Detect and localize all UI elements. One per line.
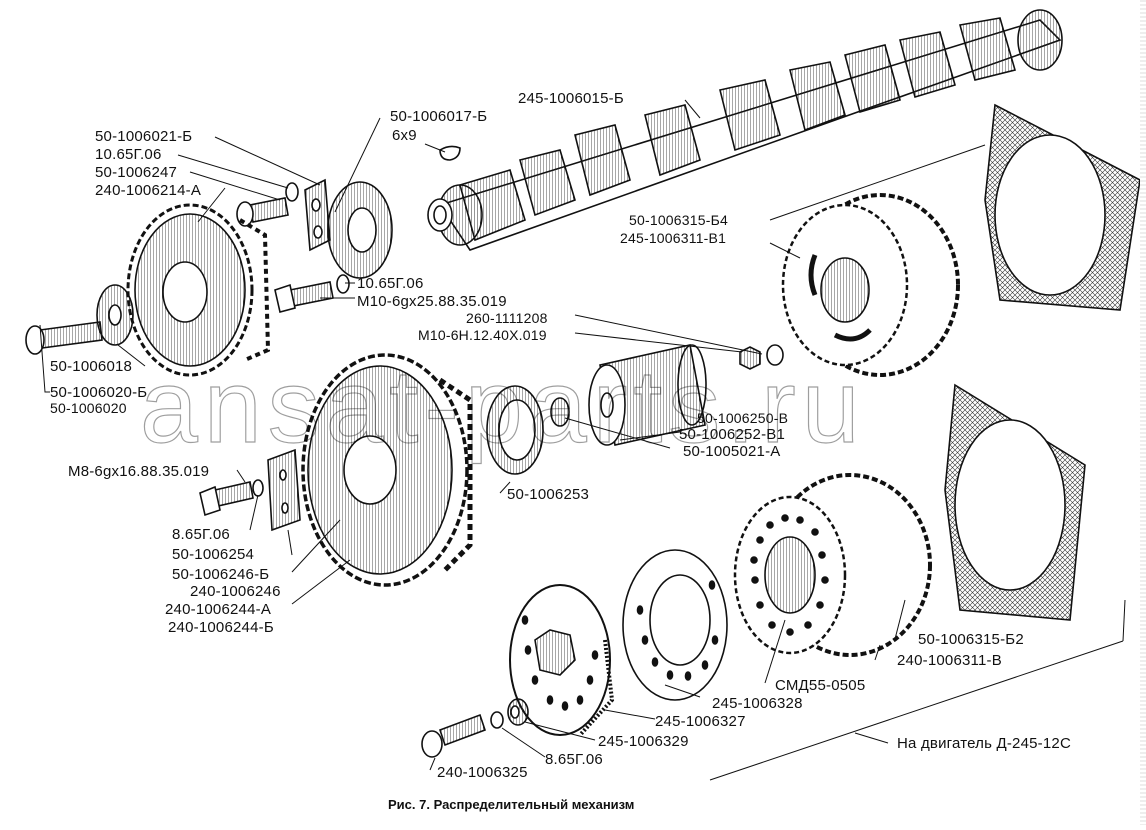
label-bolt-50-1006020: 50-1006020 xyxy=(50,400,127,416)
plate-328 xyxy=(622,549,728,701)
label-gear-240-1006311-v: 240-1006311-В xyxy=(897,652,1002,669)
camshaft-gear xyxy=(781,193,960,377)
label-axle-v: 50-1006250-В xyxy=(697,410,789,426)
lock-plate xyxy=(267,448,301,532)
label-bolt-50-1006247: 50-1006247 xyxy=(95,164,178,181)
label-bolt-smd: СМД55-0505 xyxy=(775,677,866,694)
label-bolt-m10: М10-6gх25.88.35.019 xyxy=(357,293,507,310)
label-gear-240-1006246: 240-1006246 xyxy=(190,583,281,600)
label-washer-329: 245-1006329 xyxy=(598,733,689,750)
label-plate-50-1006254: 50-1006254 xyxy=(172,546,255,563)
leader-lines xyxy=(39,99,1126,781)
label-pin-a: 50-1005021-А xyxy=(683,443,781,460)
label-bolt-325: 240-1006325 xyxy=(437,764,528,781)
label-bolt-m8: М8-6gх16.88.35.019 xyxy=(68,463,210,480)
label-washer-50-1006253: 50-1006253 xyxy=(507,486,590,503)
intermediate-gear xyxy=(301,353,473,587)
spring-washer xyxy=(285,182,299,202)
label-gear-245-v1: 245-1006311-В1 xyxy=(620,230,727,246)
label-bushing-v1: 50-1006252-В1 xyxy=(679,426,786,443)
label-plate: 50-1006021-Б xyxy=(95,128,193,145)
thrust-washer xyxy=(327,181,393,279)
label-camshaft: 245-1006015-Б xyxy=(518,90,624,107)
label-gear-pump: 240-1006214-А xyxy=(95,182,202,199)
bolt-325 xyxy=(421,713,487,758)
label-key-size: 6х9 xyxy=(392,127,417,144)
label-nut-m10: М10-6Н.12.40Х.019 xyxy=(418,327,547,343)
plate xyxy=(304,178,331,252)
label-washer-8-bottom: 8.65Г.06 xyxy=(545,751,603,768)
label-gear-50-1006246-b: 50-1006246-Б xyxy=(172,566,270,583)
flange-327 xyxy=(509,584,615,737)
label-washer-10-top: 10.65Г.06 xyxy=(95,146,162,163)
bushing xyxy=(550,397,570,427)
label-gasket-b2: 50-1006315-Б2 xyxy=(918,631,1024,648)
label-bolt-50-1006020-b: 50-1006020-Б xyxy=(50,384,148,401)
label-key-part: 50-1006017-Б xyxy=(390,108,488,125)
label-washer-10-mid: 10.65Г.06 xyxy=(357,275,424,292)
label-plate-328: 245-1006328 xyxy=(712,695,803,712)
drive-gear xyxy=(733,473,932,657)
label-gear-244-b: 240-1006244-Б xyxy=(168,619,274,636)
label-gear-244-a: 240-1006244-А xyxy=(165,601,272,618)
camshaft xyxy=(427,9,1063,251)
washer-8-left xyxy=(252,479,264,497)
idler-axle xyxy=(588,344,707,446)
label-washer-8-left: 8.65Г.06 xyxy=(172,526,230,543)
label-flange-327: 245-1006327 xyxy=(655,713,746,730)
washer-8-bottom xyxy=(490,711,504,729)
key-part xyxy=(439,145,461,161)
gasket-b4 xyxy=(984,103,1141,311)
left-bolt xyxy=(25,321,103,355)
figure-caption: Рис. 7. Распределительный механизм xyxy=(388,797,635,812)
scan-edge xyxy=(1140,0,1146,825)
bolt-m8 xyxy=(199,481,254,517)
label-washer-50-1006018: 50-1006018 xyxy=(50,358,133,375)
washer-m10 xyxy=(336,274,350,294)
left-washer xyxy=(96,284,134,346)
pump-gear xyxy=(126,203,271,377)
washer-253 xyxy=(486,385,544,475)
label-engine-note: На двигатель Д-245-12С xyxy=(897,735,1071,752)
washer-260 xyxy=(766,344,784,366)
label-washer-260: 260-1111208 xyxy=(466,310,548,326)
washer-329 xyxy=(507,698,529,726)
gasket-b2 xyxy=(944,383,1086,621)
bolt-m10 xyxy=(274,281,334,313)
label-gasket-b4: 50-1006315-Б4 xyxy=(629,212,728,228)
